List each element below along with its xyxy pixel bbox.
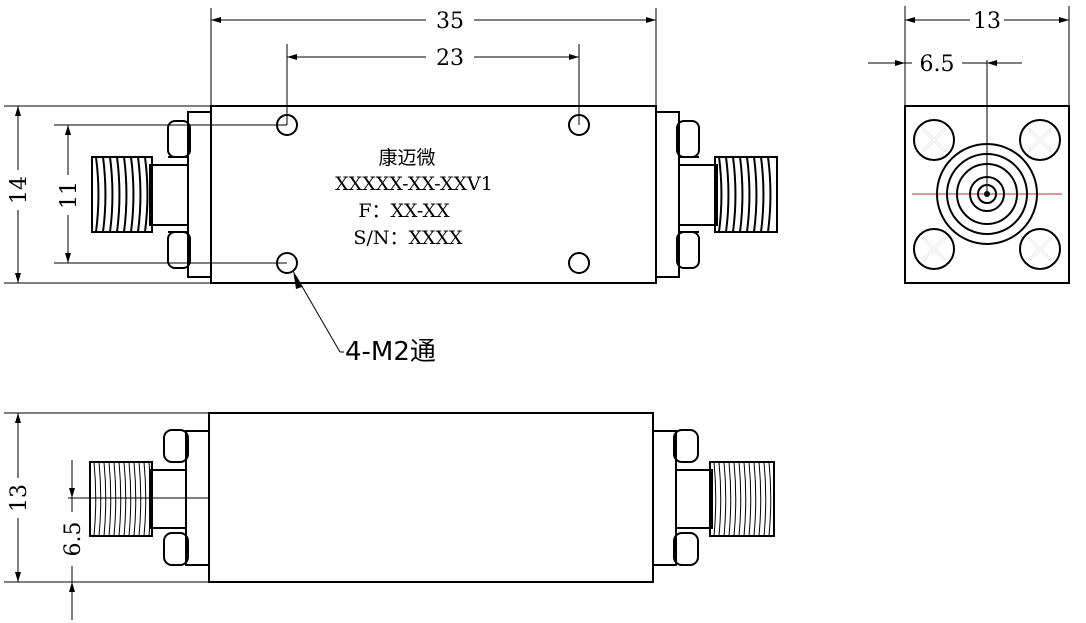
screw-icon <box>1019 228 1061 270</box>
serial-label: S/N：XXXX <box>353 227 463 249</box>
model-label: XXXXX-XX-XXV1 <box>335 173 493 195</box>
dim-hole-spacing: 23 <box>436 46 464 71</box>
dim-side-offset: 6.5 <box>61 522 86 557</box>
dim-side-height: 13 <box>7 484 32 512</box>
side-right-connector <box>675 461 775 537</box>
top-right-connector <box>678 156 778 233</box>
dim-end-width: 13 <box>973 9 1001 34</box>
dim-overall-height: 14 <box>7 176 32 204</box>
freq-label: F：XX-XX <box>358 200 450 222</box>
screw-icon <box>1019 119 1061 161</box>
dim-end-center: 6.5 <box>920 52 955 77</box>
screw-icon <box>913 228 955 270</box>
sma-connector-icon <box>936 143 1038 245</box>
end-view: 13 6.5 <box>868 6 1070 284</box>
top-right-flange <box>655 111 700 278</box>
brand-label: 康迈微 <box>378 147 435 169</box>
top-left-connector <box>91 156 189 233</box>
dim-hole-height: 11 <box>57 181 82 209</box>
top-view: 康迈微 XXXXX-XX-XXV1 F：XX-XX S/N：XXXX 4-M2通… <box>4 8 778 367</box>
mounting-hole <box>568 252 590 274</box>
top-left-flange <box>167 111 212 278</box>
side-left-connector <box>68 461 209 537</box>
hole-note: 4-M2通 <box>345 337 436 367</box>
side-view: 13 6.5 <box>4 412 775 620</box>
dim-overall-length: 35 <box>436 9 464 34</box>
side-view-body <box>208 412 654 583</box>
screw-icon <box>913 119 955 161</box>
